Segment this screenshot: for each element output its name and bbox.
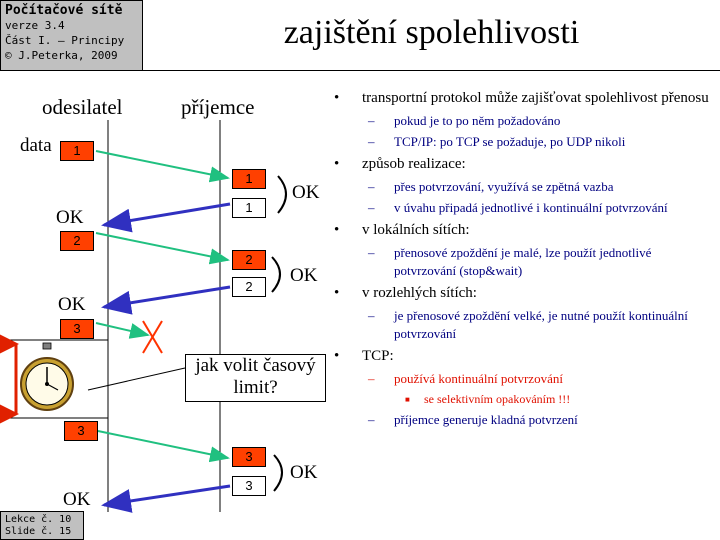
lost-mark-b bbox=[142, 320, 163, 354]
ok-receiver-1: OK bbox=[292, 182, 320, 203]
packet-1-received: 1 bbox=[232, 169, 266, 189]
packet-3-received: 3 bbox=[232, 447, 266, 467]
ack-1-box: 1 bbox=[232, 198, 266, 218]
lecture-number: Lekce č. 10 bbox=[5, 514, 72, 525]
data-arrow-2 bbox=[95, 232, 230, 265]
slide-footer: Lekce č. 10 Slide č. 15 bbox=[0, 511, 84, 540]
packet-1-sent: 1 bbox=[60, 141, 94, 161]
sub-bullet-red: –používá kontinuální potvrzování bbox=[368, 371, 563, 386]
callout-line-2: limit? bbox=[233, 377, 278, 398]
sender-label: odesilatel bbox=[42, 95, 123, 119]
packet-3-resent: 3 bbox=[64, 421, 98, 441]
ok-bracket-1 bbox=[277, 175, 287, 214]
sub-bullet: –pokud je to po něm požadováno bbox=[368, 113, 561, 128]
bullet-tcp: •TCP: bbox=[334, 348, 394, 364]
packet-2-sent: 2 bbox=[60, 231, 94, 251]
bullet-wan: •v rozlehlých sítích: bbox=[334, 285, 477, 301]
data-label: data bbox=[20, 135, 52, 156]
course-info-box: Počítačové sítě verze 3.4 Část I. – Prin… bbox=[0, 0, 143, 71]
course-part: Část I. – Principy bbox=[5, 34, 125, 47]
ok-sender-3: OK bbox=[63, 489, 91, 510]
ok-sender-2: OK bbox=[58, 294, 86, 315]
ack-arrow-3 bbox=[101, 484, 231, 513]
packet-3-sent: 3 bbox=[60, 319, 94, 339]
ok-bracket-2 bbox=[271, 256, 281, 293]
data-arrow-3-retry bbox=[97, 430, 230, 463]
course-version: verze 3.4 bbox=[5, 19, 65, 32]
sub-bullet: –v úvahu připadá jednotlivé i kontinuáln… bbox=[368, 200, 668, 215]
sub-bullet: –TCP/IP: po TCP se požaduje, po UDP niko… bbox=[368, 134, 626, 149]
timeout-callout: jak volit časový limit? bbox=[185, 354, 326, 402]
sub-bullet: –přenosové zpoždění je malé, lze použít … bbox=[368, 245, 652, 278]
title-bar bbox=[143, 0, 720, 71]
sub-sub-bullet: ■se selektivním opakováním !!! bbox=[405, 392, 571, 406]
data-arrow-1 bbox=[95, 150, 230, 183]
stopwatch-icon bbox=[20, 342, 74, 411]
bullet-transport: •transportní protokol může zajišťovat sp… bbox=[334, 90, 709, 106]
ack-arrow-2 bbox=[101, 285, 231, 315]
ok-receiver-2: OK bbox=[290, 265, 318, 286]
ack-3-box: 3 bbox=[232, 476, 266, 496]
receiver-label: příjemce bbox=[181, 95, 255, 119]
ack-2-box: 2 bbox=[232, 277, 266, 297]
ok-sender-1: OK bbox=[56, 207, 84, 228]
ack-arrow-1 bbox=[101, 202, 231, 233]
sub-bullet: –je přenosové zpoždění velké, je nutné p… bbox=[368, 308, 688, 341]
ok-receiver-3: OK bbox=[290, 462, 318, 483]
sub-bullet: –přes potvrzování, využívá se zpětná vaz… bbox=[368, 179, 614, 194]
bullet-list: •transportní protokol může zajišťovat sp… bbox=[332, 88, 716, 432]
callout-pointer bbox=[87, 367, 186, 391]
data-arrow-3 bbox=[95, 322, 150, 339]
ok-bracket-3 bbox=[273, 454, 283, 492]
bullet-realization: •způsob realizace: bbox=[334, 156, 466, 172]
bullet-lan: •v lokálních sítích: bbox=[334, 222, 470, 238]
sub-bullet: –příjemce generuje kladná potvrzení bbox=[368, 412, 578, 427]
callout-line-1: jak volit časový bbox=[195, 355, 316, 376]
course-author: © J.Peterka, 2009 bbox=[5, 49, 118, 62]
slide-title: zajištění spolehlivosti bbox=[283, 14, 580, 51]
course-name: Počítačové sítě bbox=[5, 3, 123, 18]
slide-number: Slide č. 15 bbox=[5, 526, 72, 537]
packet-2-received: 2 bbox=[232, 250, 266, 270]
